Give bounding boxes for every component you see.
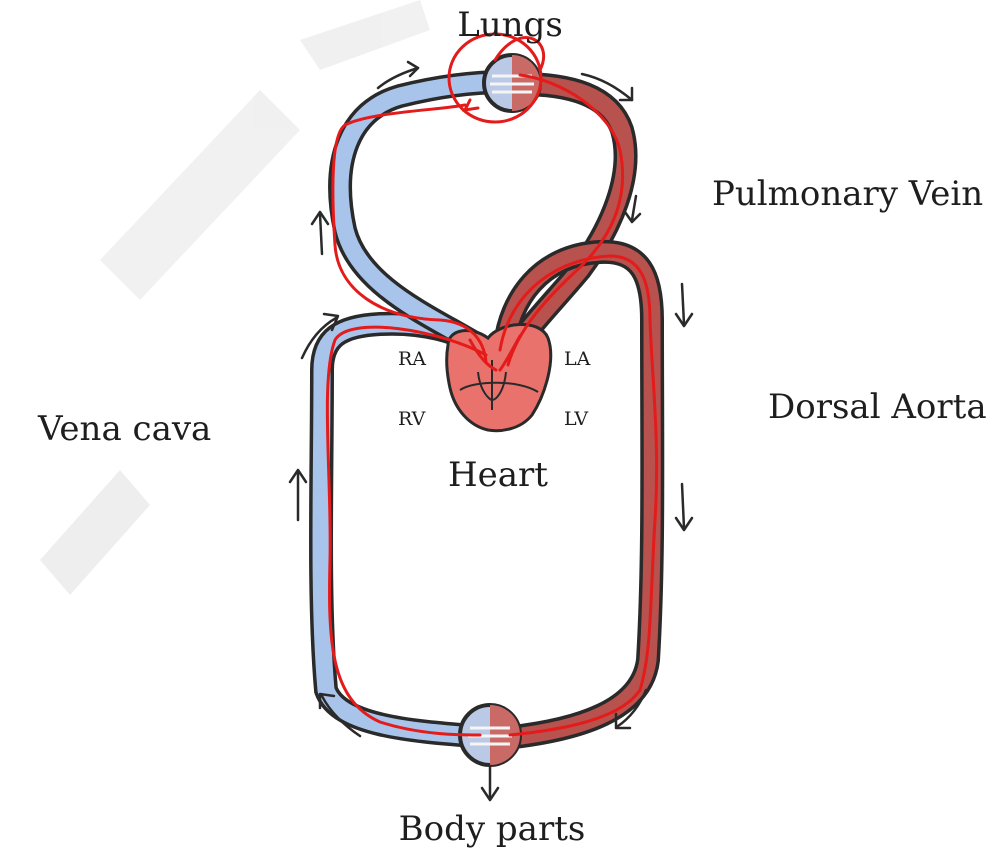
arrow-icon <box>290 470 306 520</box>
label-pulmonary-vein: Pulmonary Vein <box>712 174 983 214</box>
label-ra: RA <box>398 348 426 370</box>
label-rv: RV <box>398 408 426 430</box>
label-heart: Heart <box>448 455 548 495</box>
arrow-icon <box>676 484 692 530</box>
pulmonary-artery-vessel <box>340 82 505 350</box>
label-lungs: Lungs <box>457 5 563 45</box>
label-vena-cava: Vena cava <box>37 409 211 449</box>
arrow-icon <box>482 766 498 800</box>
arrow-icon <box>312 212 328 254</box>
label-body-parts: Body parts <box>399 809 586 849</box>
label-lv: LV <box>564 408 588 430</box>
heart-shape <box>447 324 551 430</box>
arrow-icon <box>676 284 692 326</box>
label-dorsal-aorta: Dorsal Aorta <box>768 387 987 427</box>
label-la: LA <box>564 348 591 370</box>
watermark <box>40 0 430 595</box>
